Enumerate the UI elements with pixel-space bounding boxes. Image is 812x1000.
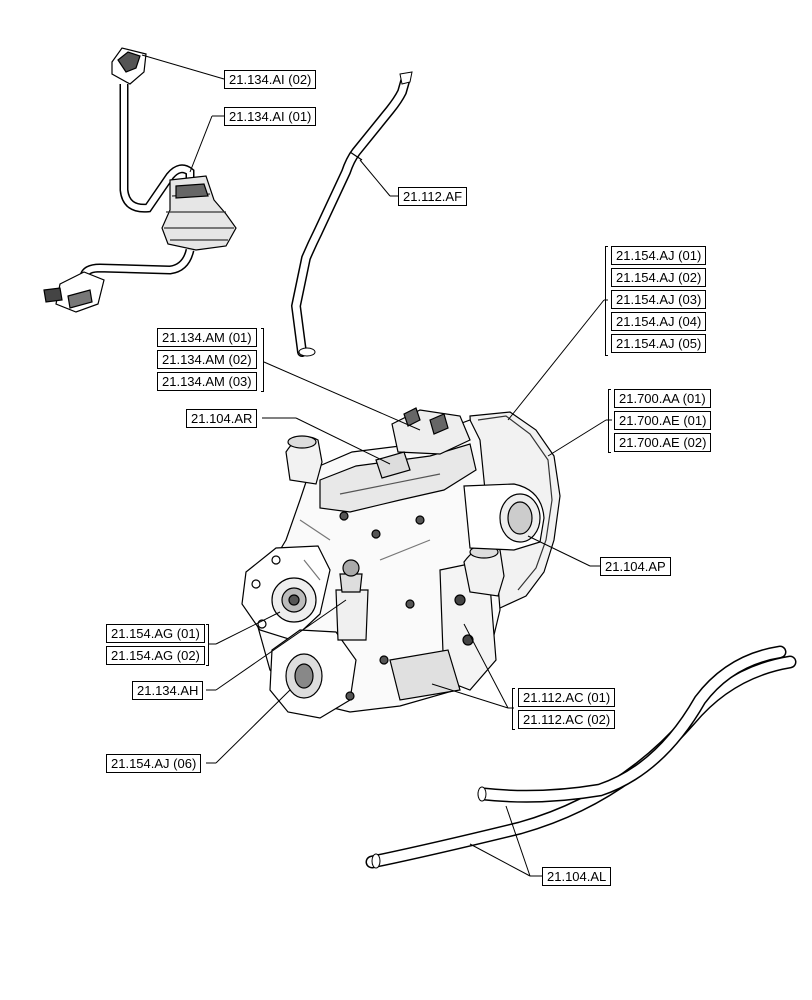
callout-21-154-ag-02: 21.154.AG (02) bbox=[106, 646, 205, 665]
callout-group-bracket-ac bbox=[512, 688, 515, 730]
callout-group-bracket-aj bbox=[605, 246, 608, 356]
gear-shift-lever bbox=[43, 47, 237, 313]
callout-21-112-ac-02: 21.112.AC (02) bbox=[518, 710, 616, 729]
callout-21-134-ai-01: 21.134.AI (01) bbox=[224, 107, 317, 126]
callout-21-112-af: 21.112.AF bbox=[398, 187, 468, 206]
callout-group-bracket-am bbox=[261, 328, 264, 392]
callout-21-134-am-02: 21.134.AM (02) bbox=[157, 350, 257, 369]
callout-21-154-aj-04: 21.154.AJ (04) bbox=[611, 312, 707, 331]
callout-21-134-am-03: 21.134.AM (03) bbox=[157, 372, 257, 391]
dipstick-tube bbox=[290, 71, 413, 357]
transmission-housing bbox=[241, 407, 561, 719]
callout-21-134-am-01: 21.134.AM (01) bbox=[157, 328, 257, 347]
callout-21-154-ag-01: 21.154.AG (01) bbox=[106, 624, 205, 643]
callout-21-134-ah: 21.134.AH bbox=[132, 681, 204, 700]
callout-21-112-ac-01: 21.112.AC (01) bbox=[518, 688, 616, 707]
callout-21-154-aj-01: 21.154.AJ (01) bbox=[611, 246, 707, 265]
callout-21-154-aj-03: 21.154.AJ (03) bbox=[611, 290, 707, 309]
callout-21-104-al: 21.104.AL bbox=[542, 867, 612, 886]
callout-21-154-aj-06: 21.154.AJ (06) bbox=[106, 754, 202, 773]
callout-21-700-ae-01: 21.700.AE (01) bbox=[614, 411, 712, 430]
callout-21-154-aj-02: 21.154.AJ (02) bbox=[611, 268, 707, 287]
leader-lines bbox=[141, 54, 612, 877]
callout-21-104-ar: 21.104.AR bbox=[186, 409, 258, 428]
callout-group-bracket-700 bbox=[608, 389, 611, 453]
callout-21-154-aj-05: 21.154.AJ (05) bbox=[611, 334, 707, 353]
callout-21-700-aa-01: 21.700.AA (01) bbox=[614, 389, 711, 408]
callout-21-134-ai-02: 21.134.AI (02) bbox=[224, 70, 317, 89]
callout-21-700-ae-02: 21.700.AE (02) bbox=[614, 433, 712, 452]
callout-group-bracket-ag bbox=[206, 624, 209, 666]
hose-assembly bbox=[365, 645, 797, 869]
callout-21-104-ap: 21.104.AP bbox=[600, 557, 671, 576]
